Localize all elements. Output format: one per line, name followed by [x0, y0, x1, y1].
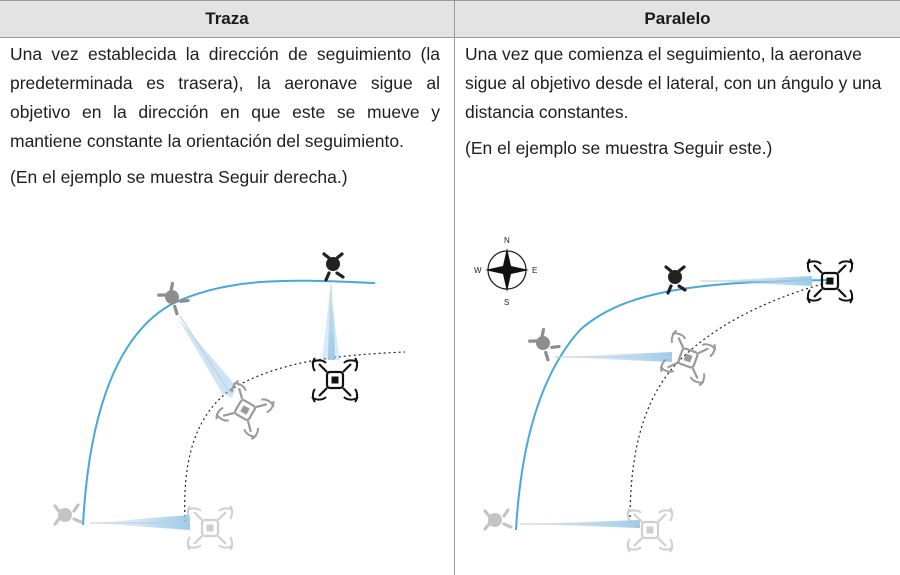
trace-paragraph: Una vez establecida la dirección de segu… [10, 44, 440, 151]
subject-path [515, 279, 831, 531]
person-icon-faded [483, 508, 513, 531]
drone-icon-faded [185, 504, 235, 552]
compass-n: N [504, 236, 510, 245]
trace-note: (En el ejemplo se muestra Seguir derecha… [10, 167, 348, 187]
trace-description: Una vez establecida la dirección de segu… [10, 40, 440, 192]
person-icon-mid [528, 327, 563, 363]
person-icon-current [322, 252, 345, 282]
compass-s: S [504, 298, 509, 307]
header-parallel: Paralelo [454, 0, 900, 38]
drone-icon-faded [625, 506, 675, 554]
header-trace: Traza [0, 0, 454, 38]
compass-w: W [474, 266, 482, 275]
parallel-paragraph: Una vez que comienza el seguimiento, la … [465, 44, 882, 122]
drone-path [184, 351, 406, 523]
drone-icon-current [310, 356, 360, 404]
subject-path [82, 279, 376, 526]
compass-icon: N S E W [474, 236, 537, 307]
compass-e: E [532, 266, 537, 275]
column-divider [454, 38, 455, 575]
trace-diagram [53, 252, 406, 552]
drone-path [629, 281, 831, 523]
parallel-diagram: N S E W [474, 236, 855, 554]
person-icon-faded [53, 503, 83, 526]
parallel-description: Una vez que comienza el seguimiento, la … [465, 40, 893, 163]
parallel-note: (En el ejemplo se muestra Seguir este.) [465, 138, 773, 158]
